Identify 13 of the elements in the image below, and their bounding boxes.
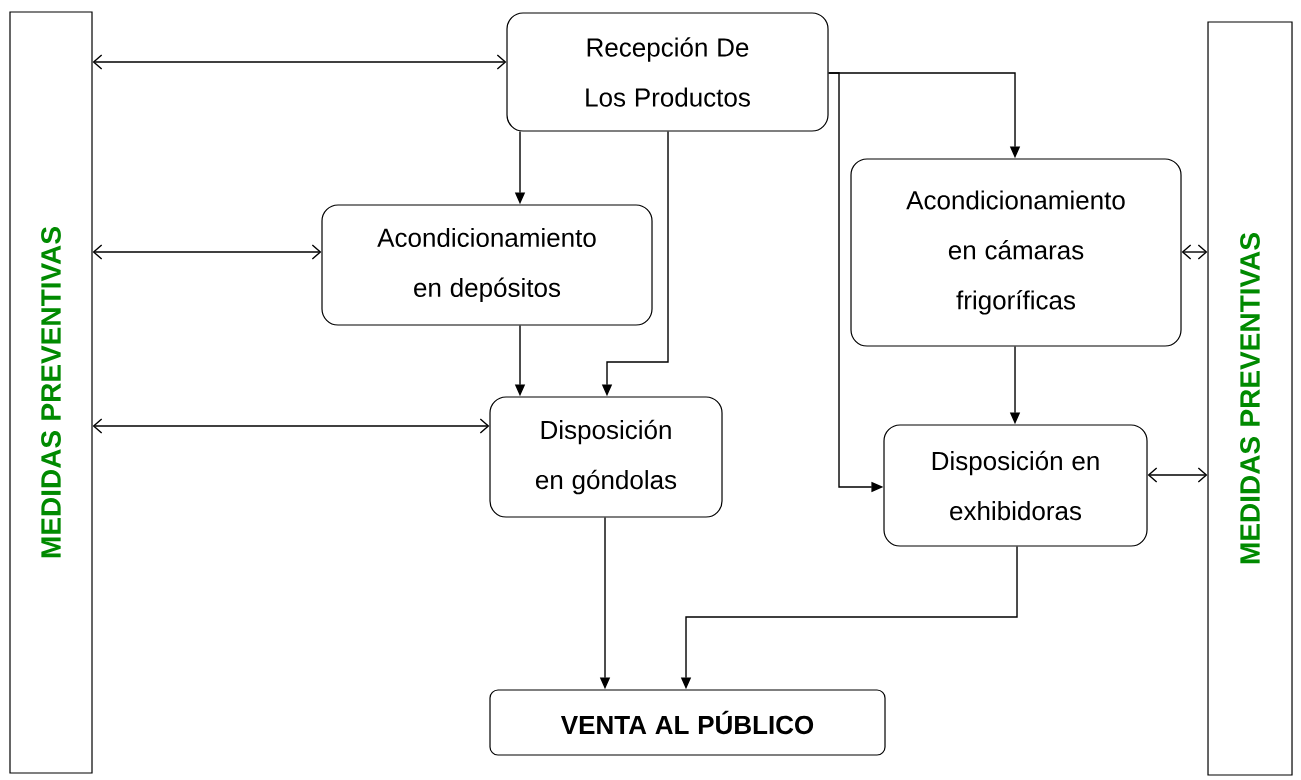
process-box: Acondicionamiento en depósitos bbox=[321, 204, 653, 326]
process-box: Disposición en exhibidoras bbox=[883, 424, 1148, 547]
arrow bbox=[1147, 467, 1208, 483]
process-box: VENTA AL PÚBLICO bbox=[489, 689, 886, 756]
process-box: Disposición en góndolas bbox=[489, 396, 723, 518]
arrow bbox=[92, 244, 322, 260]
side-panel: MEDIDAS PREVENTIVAS bbox=[9, 11, 93, 774]
arrow bbox=[92, 418, 490, 434]
process-box: Recepción De Los Productos bbox=[506, 12, 829, 132]
process-box: Acondicionamiento en cámaras frigoríficas bbox=[850, 158, 1182, 347]
side-panel: MEDIDAS PREVENTIVAS bbox=[1207, 21, 1293, 776]
arrow bbox=[92, 54, 507, 70]
arrow bbox=[1181, 244, 1208, 260]
